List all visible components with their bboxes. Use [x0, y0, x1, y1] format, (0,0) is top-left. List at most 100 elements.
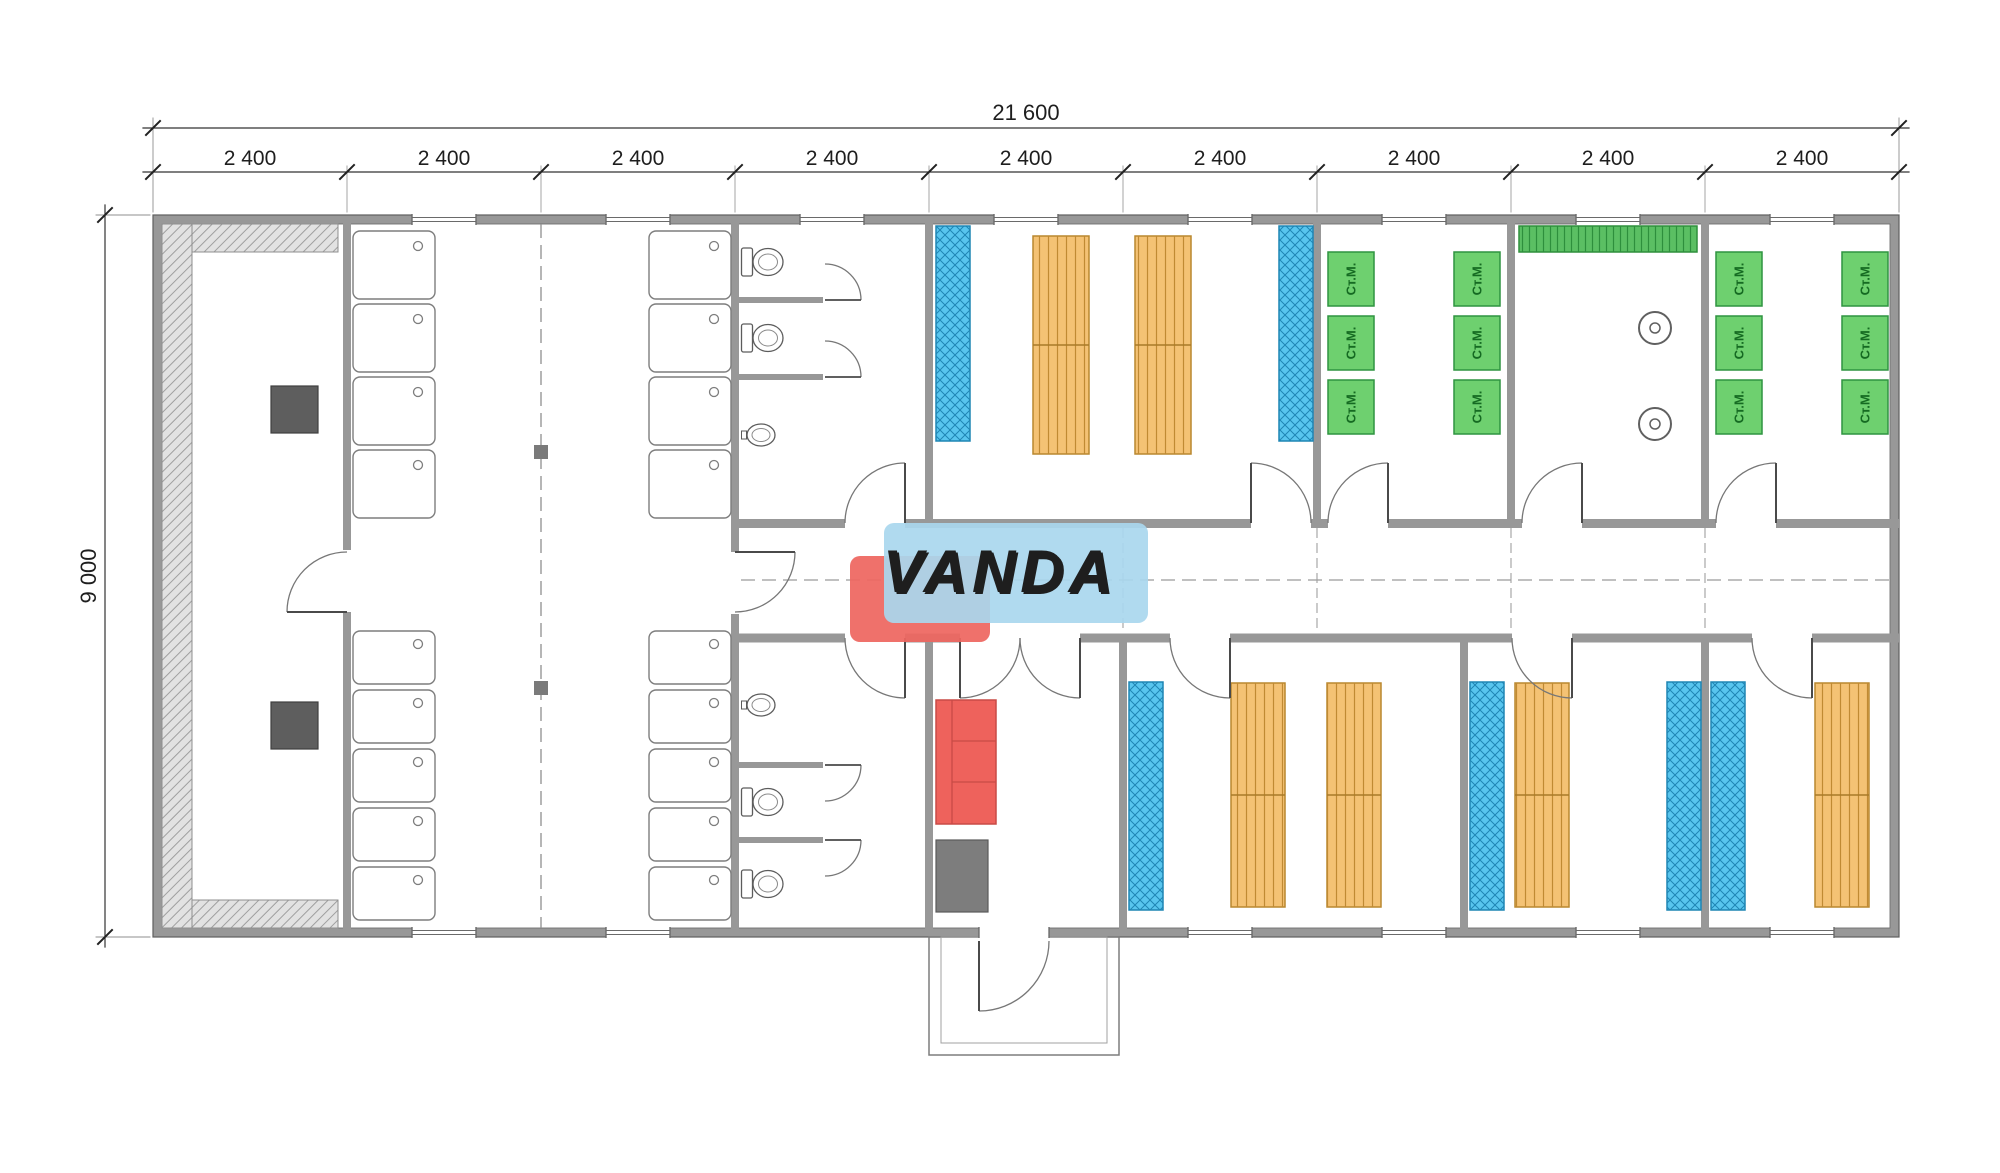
insulated-wall-band	[161, 223, 193, 929]
door-swing	[1521, 462, 1583, 524]
window	[411, 213, 477, 226]
bunk-bed	[1326, 682, 1382, 908]
dimension-label-module: 2 400	[1582, 147, 1635, 170]
washing-machine	[1453, 315, 1501, 371]
window	[1769, 213, 1835, 226]
door-swing	[844, 462, 906, 524]
stove-unit	[270, 701, 319, 750]
door-swing	[824, 839, 862, 877]
room-bedroom-b1	[1128, 681, 1382, 911]
washing-machine	[1715, 251, 1763, 307]
window	[605, 213, 671, 226]
door-swing	[824, 340, 862, 378]
sofa	[935, 699, 997, 825]
window	[1381, 213, 1447, 226]
room-bedroom-b2	[1469, 681, 1702, 911]
insulated-wall-band	[191, 223, 339, 253]
washing-machine-label: Ст.М.	[1858, 391, 1873, 424]
door-swing	[844, 637, 906, 699]
room-laundry-1: Ст.М. Ст.М. Ст.М. Ст.М. Ст.М. Ст.М.	[1327, 251, 1501, 435]
entrance-porch	[928, 927, 1120, 1056]
dimension-label-module: 2 400	[1000, 147, 1053, 170]
room-wc-bottom	[740, 693, 862, 899]
shower-cabin	[352, 748, 436, 803]
window	[799, 213, 865, 226]
entrance-opening	[979, 927, 1049, 938]
washing-machine	[1715, 315, 1763, 371]
room-entry-hall	[935, 699, 997, 913]
door-swing	[286, 551, 348, 613]
shower-cabin	[648, 807, 732, 862]
door-swing	[734, 551, 796, 613]
window	[411, 926, 477, 939]
porch-step	[940, 936, 1108, 1044]
floor-drain	[1638, 311, 1672, 345]
room-drying	[1518, 225, 1698, 441]
dimension-label-module: 2 400	[1776, 147, 1829, 170]
washing-machine-label: Ст.М.	[1344, 263, 1359, 296]
toilet-icon	[740, 247, 784, 277]
shower-cabin	[648, 748, 732, 803]
wardrobe	[935, 225, 971, 442]
toilet-icon	[740, 787, 784, 817]
dimension-label-building-height: 9 000	[76, 548, 101, 603]
wardrobe-hatch	[1470, 682, 1504, 910]
watermark-text-shadow: VANDA	[885, 540, 1119, 607]
dimension-label-total-width: 21 600	[992, 100, 1059, 125]
door-swing	[978, 940, 1050, 1012]
dimension-label-module: 2 400	[612, 147, 665, 170]
shower-cabin	[648, 689, 732, 744]
door-swing	[1751, 637, 1813, 699]
wardrobe-hatch	[1711, 682, 1745, 910]
washing-machine-label: Ст.М.	[1344, 391, 1359, 424]
dimension-annotations: 21 600 2 400 2 400 2 400 2 400 2 400 2 4…	[76, 100, 1910, 948]
sofa-body	[935, 699, 997, 825]
wardrobe-hatch	[1129, 682, 1163, 910]
washing-machine	[1453, 379, 1501, 435]
watermark: VANDA VANDA	[850, 523, 1148, 642]
shower-cabin	[352, 303, 436, 373]
window	[1187, 926, 1253, 939]
window	[1187, 213, 1253, 226]
washing-machine	[1327, 251, 1375, 307]
shower-cabin	[648, 230, 732, 300]
stove-unit	[270, 385, 319, 434]
door-swing	[959, 637, 1021, 699]
washing-machine-label: Ст.М.	[1470, 391, 1485, 424]
shower-cabin	[352, 866, 436, 921]
wardrobe	[1278, 225, 1314, 442]
room-bedroom-top	[935, 225, 1314, 455]
washing-machine	[1327, 315, 1375, 371]
washing-machine	[1715, 379, 1763, 435]
washing-machine-label: Ст.М.	[1732, 327, 1747, 360]
bunk-bed	[1514, 682, 1570, 908]
window	[605, 926, 671, 939]
window	[1769, 926, 1835, 939]
bunk-bed	[1814, 682, 1870, 908]
shower-cabin	[648, 449, 732, 519]
bunk-bed	[1230, 682, 1286, 908]
dimension-label-module: 2 400	[1388, 147, 1441, 170]
washing-machine-label: Ст.М.	[1470, 327, 1485, 360]
dimension-label-module: 2 400	[1194, 147, 1247, 170]
floor-drain	[1638, 407, 1672, 441]
bunk-bed	[1032, 235, 1090, 455]
toilet-icon	[740, 869, 784, 899]
wardrobe	[1469, 681, 1505, 911]
dimension-label-module: 2 400	[806, 147, 859, 170]
washing-machine	[1327, 379, 1375, 435]
wardrobe	[1710, 681, 1746, 911]
washing-machine	[1841, 315, 1889, 371]
shower-cabin	[648, 866, 732, 921]
shower-cabin	[648, 376, 732, 446]
shower-cabin	[352, 807, 436, 862]
washing-machine-label: Ст.М.	[1732, 263, 1747, 296]
door-swing	[1250, 462, 1312, 524]
watermark-text: VANDA	[883, 538, 1117, 605]
dimension-label-module: 2 400	[418, 147, 471, 170]
wardrobe	[1128, 681, 1164, 911]
drying-bench-hatch	[1519, 226, 1697, 252]
toilet-icon	[740, 323, 784, 353]
